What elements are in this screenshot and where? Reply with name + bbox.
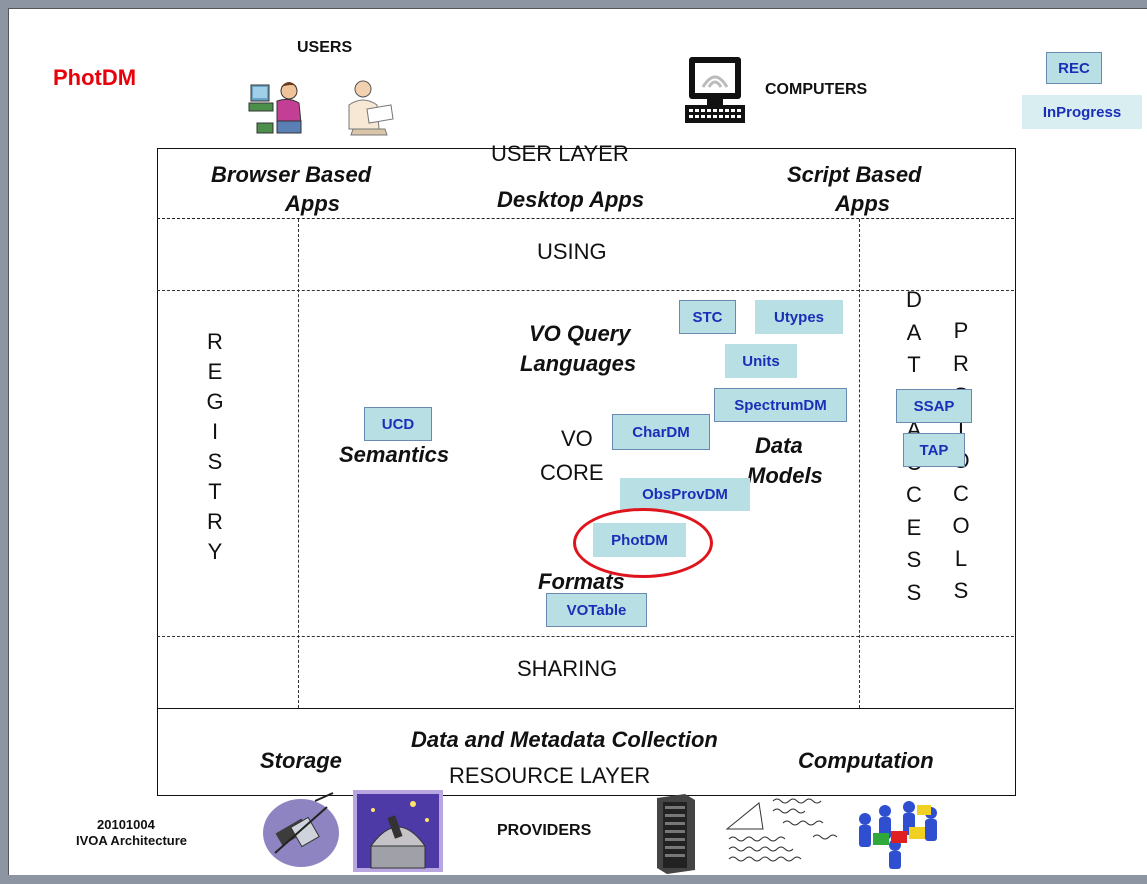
data-access-letter: D xyxy=(906,287,922,312)
registry-letter: E xyxy=(207,359,223,384)
legend-inprogress-box: InProgress xyxy=(1022,95,1142,129)
models-label: Models xyxy=(747,463,823,488)
sharing-label: SHARING xyxy=(517,656,618,681)
units-box: Units xyxy=(725,344,797,378)
tap-box: TAP xyxy=(903,433,965,467)
providers-label: PROVIDERS xyxy=(497,822,592,839)
divider-registry xyxy=(298,219,299,708)
data-access-letter: S xyxy=(906,579,922,605)
architecture-frame xyxy=(157,148,1016,796)
stc-box: STC xyxy=(679,300,736,334)
data-access-letter: C xyxy=(906,482,922,507)
protocols-letter: P xyxy=(953,318,969,343)
semantics-label: Semantics xyxy=(339,442,450,467)
computer-icon xyxy=(683,53,747,125)
divider-resource-layer xyxy=(157,708,1014,709)
spectrumdm-box: SpectrumDM xyxy=(714,388,847,422)
server-icon xyxy=(651,794,701,874)
storage-label: Storage xyxy=(260,748,342,773)
script-apps-line1: Script Based xyxy=(787,162,922,187)
core-label: CORE xyxy=(540,460,604,485)
registry-label: R E G I S T R Y xyxy=(203,327,227,567)
registry-letter: T xyxy=(208,479,222,504)
protocols-letter: O xyxy=(952,513,970,538)
collection-label: Data and Metadata Collection xyxy=(411,727,718,752)
data-access-letter: E xyxy=(906,514,922,540)
team-puzzle-icon xyxy=(851,791,951,871)
protocols-letter: S xyxy=(953,578,969,603)
registry-letter: R xyxy=(207,329,223,354)
data-access-letter: T xyxy=(907,352,921,377)
user-at-computer-icon xyxy=(247,75,309,137)
computers-label: COMPUTERS xyxy=(765,81,868,98)
resource-layer-title: RESOURCE LAYER xyxy=(449,763,651,788)
computation-label: Computation xyxy=(798,748,934,773)
obsprovdm-box: ObsProvDM xyxy=(620,478,750,511)
desktop-apps-label: Desktop Apps xyxy=(497,187,645,212)
vo-query-line2: Languages xyxy=(520,351,637,376)
using-label: USING xyxy=(537,239,607,264)
slide: PhotDM USERS xyxy=(8,8,1147,875)
data-access-letter: S xyxy=(906,547,922,572)
data-label: Data xyxy=(755,433,803,458)
data-access-letter: A xyxy=(906,319,922,345)
divider-protocols xyxy=(859,219,860,708)
user-layer-title: USER LAYER xyxy=(491,141,629,166)
votable-box: VOTable xyxy=(546,593,647,627)
person-reading-icon xyxy=(339,75,399,137)
photdm-highlight-ring xyxy=(573,508,713,578)
registry-letter: G xyxy=(206,389,224,414)
observatory-icon xyxy=(353,790,443,872)
architecture-label: IVOA Architecture xyxy=(76,833,188,848)
ucd-box: UCD xyxy=(364,407,432,441)
divider-sharing xyxy=(157,636,1014,637)
vo-label: VO xyxy=(561,426,593,451)
protocols-letter: R xyxy=(953,350,969,376)
browser-apps-line1: Browser Based xyxy=(211,162,372,187)
registry-letter: I xyxy=(211,419,219,444)
divider-user-layer xyxy=(157,218,1014,219)
chardm-box: CharDM xyxy=(612,414,710,450)
divider-using xyxy=(157,290,1014,291)
math-formulas-icon xyxy=(723,793,849,869)
legend-rec-box: REC xyxy=(1046,52,1102,84)
script-apps-line2: Apps xyxy=(835,191,890,216)
protocols-letter: C xyxy=(953,480,969,506)
page-title: PhotDM xyxy=(53,65,137,90)
ssap-box: SSAP xyxy=(896,389,972,423)
browser-apps-line2: Apps xyxy=(285,191,340,216)
protocols-letter: L xyxy=(954,545,968,571)
utypes-box: Utypes xyxy=(755,300,843,334)
registry-letter: R xyxy=(207,509,223,534)
vo-query-line1: VO Query xyxy=(529,321,631,346)
registry-letter: Y xyxy=(207,539,223,564)
registry-letter: S xyxy=(207,449,223,474)
satellite-icon xyxy=(255,791,347,873)
date-label: 20101004 xyxy=(97,817,155,832)
users-label: USERS xyxy=(297,39,353,56)
